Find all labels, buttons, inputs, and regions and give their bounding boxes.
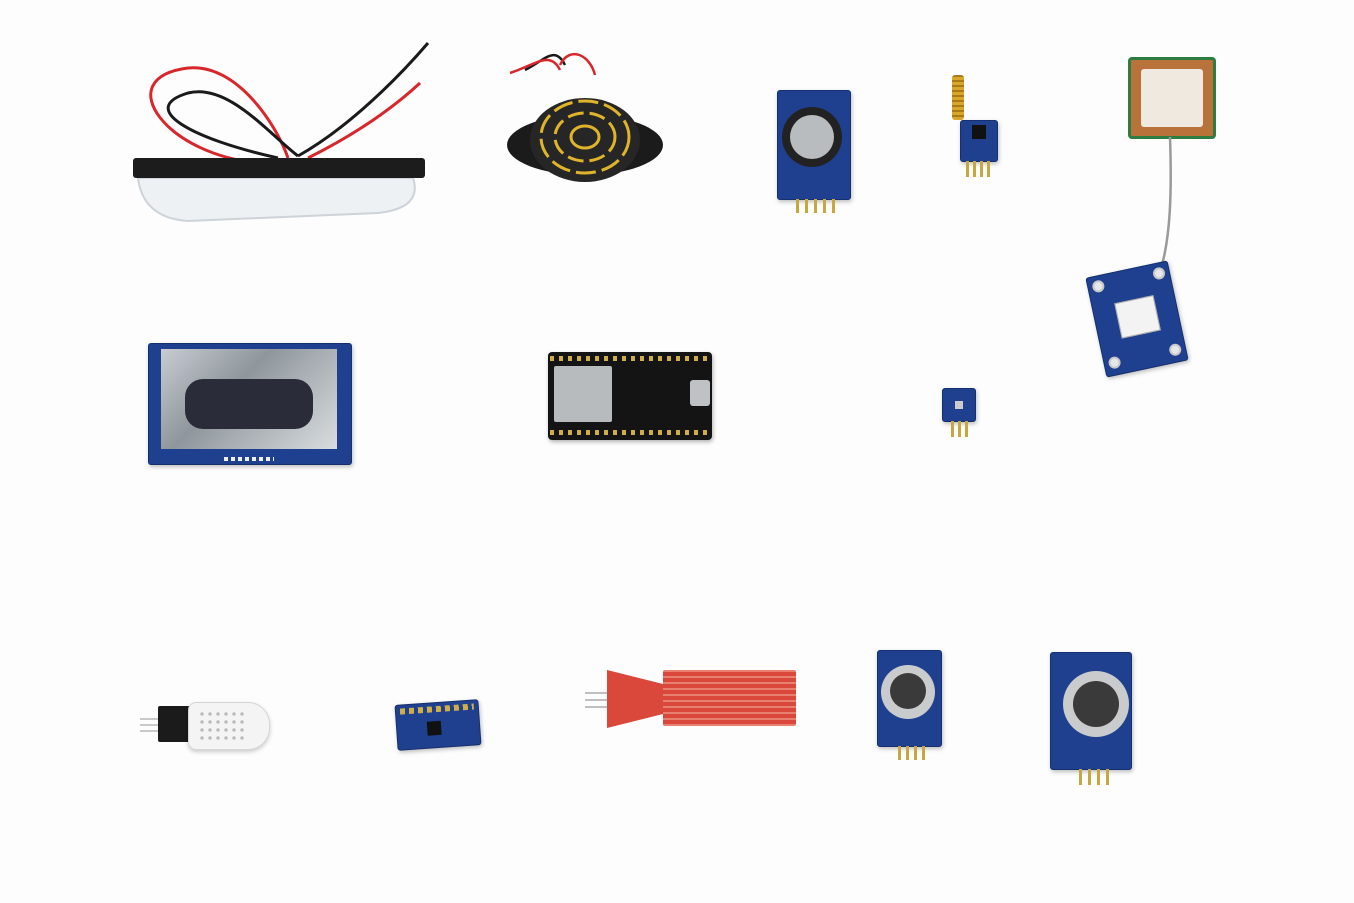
rtc-module-icon <box>777 90 851 213</box>
humidity-sensor-icon <box>140 700 270 750</box>
imu-module-icon <box>394 699 482 751</box>
esp32-board-icon <box>548 352 712 440</box>
gas-sensor-icon <box>877 650 942 760</box>
gps-module-icon <box>1085 260 1189 378</box>
buzzer-icon <box>505 45 667 187</box>
mini-sensor-icon <box>942 388 976 437</box>
gps-antenna-icon <box>1128 57 1216 139</box>
oled-display-icon <box>148 343 352 465</box>
gas-sensor-icon <box>1050 652 1132 785</box>
water-sensor-icon <box>585 668 797 730</box>
led-strip-icon <box>128 38 433 223</box>
radio-module-icon <box>948 75 1004 183</box>
gps-cable-icon <box>1160 136 1172 266</box>
